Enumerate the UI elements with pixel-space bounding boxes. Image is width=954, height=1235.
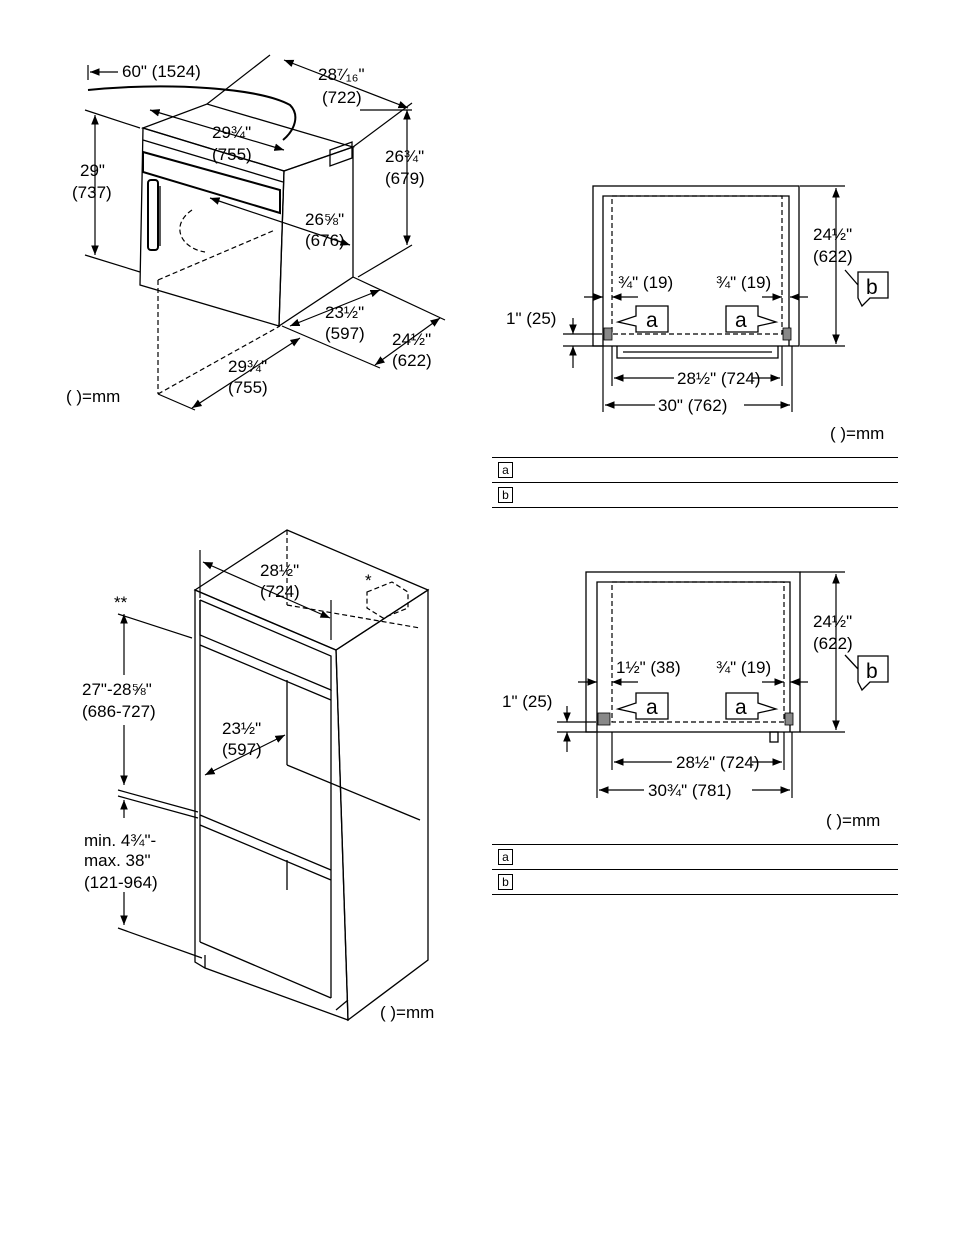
overall-depth-in-label: 24½"	[392, 330, 431, 349]
opening-mm-label: (686-727)	[82, 702, 156, 721]
fig4-inner-width-label: 28½" (724)	[676, 753, 760, 772]
overall-depth-mm-label: (622)	[392, 351, 432, 370]
fig2-inner-width-label: 28½" (724)	[677, 369, 761, 388]
fig4-legend-row-b: b	[492, 870, 898, 895]
depth-mm-label: (722)	[322, 88, 362, 107]
side-height-mm-label: (679)	[385, 169, 425, 188]
height-mm-label: (737)	[72, 183, 112, 202]
offset-install-plan-view: 24½" (622) b 1½" (38) ¾" (19) a a 1" (25…	[502, 571, 889, 830]
fig2-units-label: ( )=mm	[830, 424, 884, 443]
fig4-callout-b: b	[866, 660, 878, 683]
fig4-callout-a-right: a	[735, 696, 747, 719]
fig2-callout-a-left: a	[646, 309, 658, 332]
fig2-depth-in-label: 24½"	[813, 225, 852, 244]
top-width-mm-label: (755)	[212, 145, 252, 164]
cab-width-in-label: 28½"	[260, 561, 299, 580]
fig4-legend-row-a: a	[492, 845, 898, 870]
legend-key-b: b	[498, 874, 513, 890]
fig2-callout-b: b	[866, 276, 878, 299]
floor-min-label: min. 4¾"-	[84, 831, 156, 850]
inner-height-mm-label: (676)	[305, 231, 345, 250]
fig4-depth-mm-label: (622)	[813, 634, 853, 653]
legend-key-a: a	[498, 849, 513, 865]
fig2-callout-a-right: a	[735, 309, 747, 332]
fig4-depth-in-label: 24½"	[813, 612, 852, 631]
junction-box-star: *	[365, 571, 372, 590]
power-cord	[87, 85, 297, 141]
cab-depth-in-label: 23½"	[222, 719, 261, 738]
double-star-label: **	[114, 593, 128, 612]
opening-in-label: 27"-28⅝"	[82, 680, 152, 699]
depth-in-label: 28⁷⁄₁₆"	[318, 65, 365, 84]
door-handle	[147, 179, 159, 251]
fig2-bottom-gap-label: 1" (25)	[506, 309, 556, 328]
inner-height-in-label: 26⅝"	[305, 210, 344, 229]
fig4-outer-width-label: 30¾" (781)	[648, 781, 732, 800]
fig2-legend: a b	[492, 457, 898, 508]
fig4-right-gap-label: ¾" (19)	[716, 658, 771, 677]
top-width-in-label: 29¾"	[212, 123, 251, 142]
fig2-outer-width-label: 30" (762)	[658, 396, 727, 415]
fig2-depth-mm-label: (622)	[813, 247, 853, 266]
legend-key-a: a	[498, 462, 513, 478]
floor-mm-label: (121-964)	[84, 873, 158, 892]
side-height-in-label: 26¾"	[385, 147, 424, 166]
cab-width-mm-label: (724)	[260, 582, 300, 601]
cabinet-isometric-figure: * 28½" (724) ** 27"-28⅝" (686-727) 23½" …	[82, 529, 434, 1022]
fig2-legend-row-b: b	[492, 483, 898, 508]
oven-isometric-figure: 60" (1524) 28⁷⁄₁₆" (722) 29¾" (755) 29" …	[66, 54, 446, 411]
fig2-legend-row-a: a	[492, 458, 898, 483]
fig4-legend: a b	[492, 844, 898, 895]
fig4-units-label: ( )=mm	[826, 811, 880, 830]
fig4-bottom-gap-label: 1" (25)	[502, 692, 552, 711]
height-in-label: 29"	[80, 161, 105, 180]
fig4-callout-a-left: a	[646, 696, 658, 719]
bottom-width-in-label: 29¾"	[228, 357, 267, 376]
fig2-left-gap-label: ¾" (19)	[618, 273, 673, 292]
legend-key-b: b	[498, 487, 513, 503]
fig4-left-gap-label: 1½" (38)	[616, 658, 681, 677]
body-depth-in-label: 23½"	[325, 303, 364, 322]
fig3-units-label: ( )=mm	[380, 1003, 434, 1022]
body-depth-mm-label: (597)	[325, 324, 365, 343]
fig1-units-label: ( )=mm	[66, 387, 120, 406]
fig2-right-gap-label: ¾" (19)	[716, 273, 771, 292]
bottom-width-mm-label: (755)	[228, 378, 268, 397]
flush-install-plan-view: 24½" (622) b ¾" (19) ¾" (19) a a 1" (25)…	[506, 185, 889, 443]
cord-length-label: 60" (1524)	[122, 62, 201, 81]
cab-depth-mm-label: (597)	[222, 740, 262, 759]
floor-max-label: max. 38"	[84, 851, 151, 870]
